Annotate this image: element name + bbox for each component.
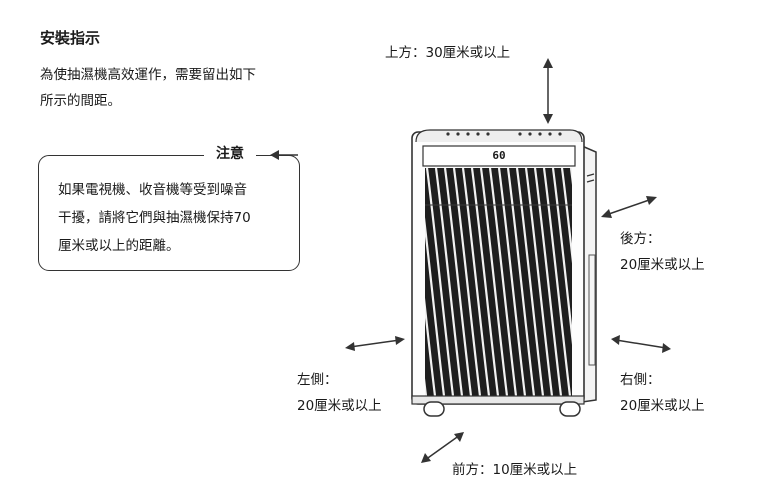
intro-line-1: 為使抽濕機高效運作，需要留出如下: [40, 67, 256, 83]
note-title: 注意: [204, 143, 256, 163]
left-clearance: 左側： 20厘米或以上: [297, 367, 382, 419]
grille-stripe: [551, 168, 572, 345]
note-line-3: 厘米或以上的距離。: [58, 238, 180, 254]
grille-stripe: [470, 168, 500, 396]
grille-stripe: [506, 168, 536, 396]
grille-stripe: [425, 168, 455, 396]
grille-stripe: [542, 168, 572, 396]
front-clearance-label: 前方：10厘米或以上: [452, 462, 578, 478]
grille-stripe: [461, 168, 491, 396]
display-readout: 60: [492, 149, 506, 162]
grille-stripe: [479, 168, 509, 396]
right-clearance-value: 20厘米或以上: [620, 398, 705, 414]
grille-stripe: [434, 168, 464, 396]
grille-stripe: [443, 168, 473, 396]
grille-stripe: [524, 168, 554, 396]
installation-heading: 安裝指示: [40, 29, 101, 47]
note-line-1: 如果電視機、收音機等受到噪音: [58, 182, 247, 198]
grille-stripe: [515, 168, 545, 396]
grille-stripe: [497, 168, 527, 396]
back-clearance-value: 20厘米或以上: [620, 257, 705, 273]
grille-stripe: [533, 168, 563, 396]
intro-text: 為使抽濕機高效運作，需要留出如下 所示的間距。: [40, 62, 310, 114]
note-box: [38, 155, 300, 271]
right-clearance: 右側： 20厘米或以上: [620, 367, 705, 419]
intro-line-2: 所示的間距。: [40, 93, 121, 109]
top-clearance-label: 上方：30厘米或以上: [385, 45, 511, 61]
grille-stripe: [425, 297, 437, 396]
left-clearance-label: 左側：: [297, 372, 338, 388]
grille-stripe: [452, 168, 482, 396]
note-line-2: 干擾，請將它們與抽濕機保持70: [58, 210, 251, 226]
back-clearance: 後方： 20厘米或以上: [620, 226, 705, 278]
grille-stripe: [560, 168, 572, 264]
grille-stripe: [488, 168, 518, 396]
left-clearance-value: 20厘米或以上: [297, 398, 382, 414]
grille-stripe: [425, 216, 446, 396]
note-body: 如果電視機、收音機等受到噪音 干擾，請將它們與抽濕機保持70 厘米或以上的距離。: [58, 176, 294, 260]
grille-stripe: [607, 168, 633, 396]
grille-stripe: [598, 168, 624, 396]
back-clearance-label: 後方：: [620, 231, 661, 247]
right-clearance-label: 右側：: [620, 372, 661, 388]
